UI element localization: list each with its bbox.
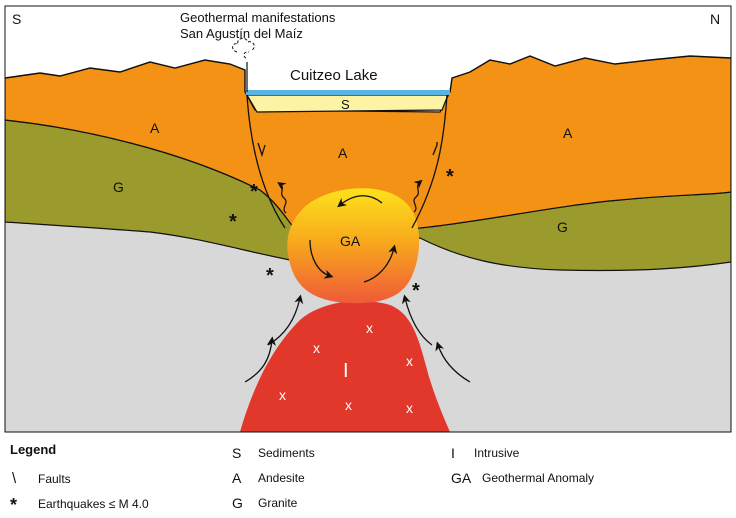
intrusive-cross: x — [345, 397, 352, 413]
geothermal-anomaly — [287, 188, 420, 304]
intrusive-cross: x — [406, 400, 413, 416]
andesite-label-north: A — [563, 125, 573, 141]
convection-arrow-top — [337, 195, 383, 208]
anomaly-label: GA — [340, 233, 361, 249]
legend-title: Legend — [10, 442, 56, 457]
intrusive-crosses: x x x x x x — [279, 320, 413, 416]
fault-south — [246, 94, 286, 229]
earthquake-marker: * — [250, 181, 258, 203]
fault-north — [411, 94, 448, 229]
earthquake-marker: * — [446, 166, 454, 188]
legend: Legend \ Faults * Earthquakes ≤ M 4.0 S … — [10, 442, 594, 515]
legend-intrusive-label: Intrusive — [474, 446, 520, 460]
manifestation-label-line1: Geothermal manifestations — [180, 10, 336, 25]
sediments-label: S — [341, 97, 350, 112]
intrusive-label: I — [343, 360, 349, 382]
intrusive-body — [240, 300, 450, 432]
granite-label-north: G — [557, 219, 568, 235]
lake-water — [246, 90, 450, 95]
convection-arrow-left — [309, 239, 334, 279]
heat-arrow-3 — [435, 341, 471, 383]
legend-sediments-symbol: S — [232, 445, 241, 461]
frame-border — [4, 5, 732, 433]
fault-tick-north — [432, 142, 438, 156]
legend-earthquakes-label: Earthquakes ≤ M 4.0 — [38, 497, 149, 511]
heat-arrow-1 — [244, 336, 276, 383]
fluid-path-north — [413, 179, 423, 213]
intrusive-cross: x — [313, 340, 320, 356]
surface-line-north — [449, 55, 731, 93]
earthquake-markers: * * * * * — [229, 166, 454, 302]
legend-intrusive-symbol: I — [451, 445, 455, 461]
andesite-label-south: A — [150, 120, 160, 136]
legend-sediments-label: Sediments — [258, 446, 315, 460]
steam-puff-icon — [243, 51, 250, 59]
corner-label-south: S — [12, 11, 21, 27]
heat-arrow-4 — [401, 294, 433, 346]
manifestation-label-line2: San Agustín del Maíz — [180, 26, 303, 41]
intrusive-cross: x — [366, 320, 373, 336]
sky — [5, 6, 731, 92]
legend-granite-label: Granite — [258, 496, 298, 510]
andesite-label-center: A — [338, 145, 348, 161]
earthquake-marker: * — [229, 211, 237, 233]
legend-earthquakes-symbol: * — [10, 495, 17, 515]
convection-arrow-right — [363, 244, 398, 283]
legend-faults-symbol: \ — [12, 470, 17, 487]
surface-line-south — [5, 59, 246, 92]
corner-label-north: N — [710, 11, 720, 27]
intrusive-cross: x — [406, 353, 413, 369]
legend-andesite-label: Andesite — [258, 471, 305, 485]
earthquake-marker: * — [266, 265, 274, 287]
legend-faults-label: Faults — [38, 472, 71, 486]
fluid-path-south — [277, 182, 287, 214]
legend-andesite-symbol: A — [232, 470, 242, 486]
fault-tick-south — [257, 142, 266, 158]
steam-plume-icon — [232, 37, 255, 53]
lake-label: Cuitzeo Lake — [290, 67, 378, 84]
legend-granite-symbol: G — [232, 495, 243, 511]
granite-label-south: G — [113, 179, 124, 195]
legend-anomaly-symbol: GA — [451, 470, 472, 486]
heat-arrow-2 — [267, 294, 304, 346]
legend-anomaly-label: Geothermal Anomaly — [482, 471, 594, 485]
intrusive-cross: x — [279, 387, 286, 403]
earthquake-marker: * — [412, 280, 420, 302]
